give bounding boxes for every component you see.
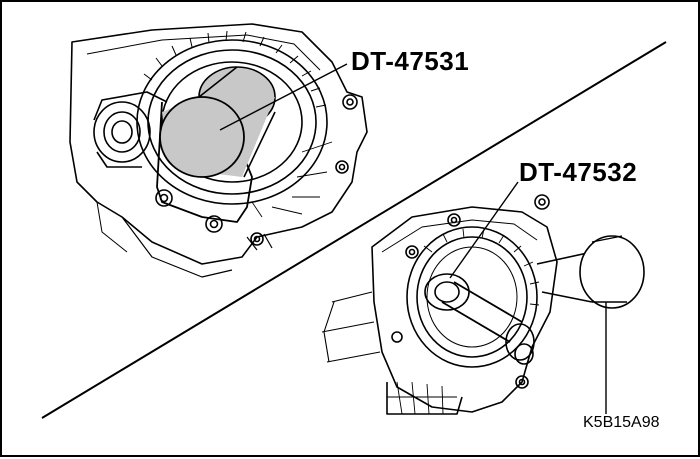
bracket-bolt-left <box>155 189 173 207</box>
leader-line-dt-47532 <box>449 181 519 279</box>
bracket-bolt-right <box>205 215 223 233</box>
lower-view-transmission-case <box>321 194 645 415</box>
callout-label-dt-47531: DT-47531 <box>351 46 470 76</box>
figure-identifier: K5B15A98 <box>583 414 660 431</box>
callout-label-dt-47532: DT-47532 <box>519 157 638 187</box>
upper-view-transmission-case <box>69 23 368 278</box>
view-divider-line <box>41 41 667 419</box>
leader-line-dt-47531 <box>219 63 348 131</box>
